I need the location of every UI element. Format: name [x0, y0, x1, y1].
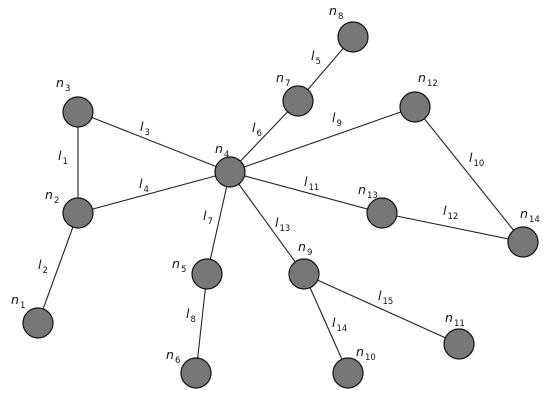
edge-label-l2: l2 — [38, 257, 48, 276]
edge-l8 — [195, 273, 208, 374]
node-n9 — [288, 258, 320, 290]
node-n13 — [366, 197, 398, 229]
node-label-n10: n10 — [356, 344, 376, 363]
edge-labels-layer: l1 l2 l3 l4 l5 l6 l7 l8 l9 l10 l11 l12 l13 l14 l15 — [38, 48, 484, 334]
node-n12 — [399, 91, 431, 123]
edge-l4 — [77, 171, 231, 214]
node-n7 — [282, 85, 314, 117]
edge-label-l7: l7 — [203, 208, 213, 227]
edges-layer — [37, 36, 524, 374]
node-n6 — [180, 357, 212, 389]
edge-label-l9: l9 — [332, 110, 342, 129]
node-label-n7: n7 — [276, 70, 290, 89]
node-label-n5: n5 — [172, 256, 186, 275]
edge-label-l13: l13 — [275, 215, 290, 234]
node-label-n14: n14 — [520, 206, 540, 225]
node-n2 — [62, 197, 94, 229]
node-n1 — [22, 307, 54, 339]
edge-l12 — [381, 212, 524, 243]
edge-label-l12: l12 — [443, 203, 458, 222]
edge-l2 — [37, 212, 79, 324]
edge-label-l10: l10 — [469, 150, 484, 169]
edge-label-l5: l5 — [311, 48, 321, 67]
edge-l11 — [229, 171, 383, 214]
node-label-n8: n8 — [329, 3, 343, 22]
edge-label-l14: l14 — [332, 315, 347, 334]
node-n3 — [62, 96, 94, 128]
node-n8 — [337, 21, 369, 53]
edge-l14 — [303, 273, 349, 374]
node-label-n3: n3 — [56, 75, 70, 94]
node-n10 — [332, 357, 364, 389]
node-labels-layer: n1 n2 n3 n4 n5 n6 n7 n8 n9 n10 n11 n12 n13 n14 — [11, 3, 540, 366]
node-label-n13: n13 — [358, 182, 378, 201]
edge-l6 — [229, 100, 299, 173]
node-n14 — [507, 226, 539, 258]
edge-l7 — [206, 171, 231, 275]
node-label-n4: n4 — [215, 141, 229, 160]
edge-l3 — [77, 111, 231, 173]
edge-l13 — [229, 171, 305, 275]
edge-label-l4: l4 — [139, 176, 149, 195]
edge-label-l11: l11 — [304, 174, 319, 193]
node-n11 — [443, 328, 475, 360]
node-n4 — [214, 156, 246, 188]
edge-label-l15: l15 — [378, 288, 393, 307]
edge-label-l6: l6 — [252, 120, 262, 139]
node-label-n12: n12 — [418, 70, 438, 89]
node-n5 — [191, 258, 223, 290]
edge-l9 — [229, 106, 416, 173]
node-label-n1: n1 — [11, 292, 25, 311]
edge-label-l1: l1 — [58, 148, 68, 167]
node-label-n11: n11 — [445, 310, 465, 329]
node-label-n6: n6 — [166, 347, 180, 366]
node-label-n2: n2 — [45, 187, 59, 206]
edge-l15 — [303, 273, 460, 345]
edge-l10 — [414, 106, 524, 243]
edge-label-l8: l8 — [186, 306, 196, 325]
node-label-n9: n9 — [298, 239, 312, 258]
nodes-layer — [22, 21, 539, 389]
edge-label-l3: l3 — [140, 119, 150, 138]
